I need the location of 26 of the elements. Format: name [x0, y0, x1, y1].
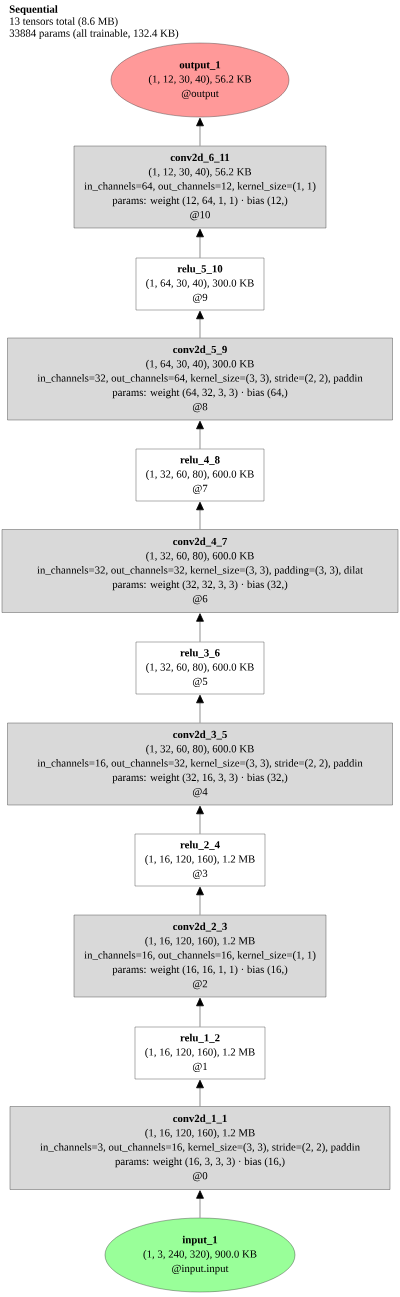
arrow [196, 228, 204, 259]
layer-box: conv2d_1_1 (1, 16, 120, 160), 1.2 MB in_channels=3, out_channels=16, kernel_size=(3, 3), stride=(2, 2), paddin params: weight (16, 3, 3, 3) · bias (16,) @0 [9, 1106, 391, 1190]
layer-box: relu_2_4 (1, 16, 120, 160), 1.2 MB @3 [134, 833, 266, 887]
arrow [196, 805, 204, 835]
arrow [196, 886, 204, 916]
layer-box: conv2d_3_5 (1, 32, 60, 80), 600.0 KB in_channels=16, out_channels=32, kernel_size=(3, 3), stride=(2, 2), paddin params: weight (32, 16, 3, 3) · bias (32,) @4 [7, 722, 393, 806]
layer-box: relu_5_10 (1, 64, 30, 40), 300.0 KB @9 [135, 257, 265, 311]
arrow [196, 694, 204, 724]
title: Sequential [9, 5, 58, 15]
layer-box: conv2d_6_11 (1, 12, 30, 40), 56.2 KB in_channels=64, out_channels=12, kernel_size=(1, 1) params: weight (12, 64, 1, 1) · bias (12,) @10 [73, 145, 327, 229]
summary-text: 13 tensors total (8.6 MB) [10, 17, 118, 27]
layer-box: conv2d_4_7 (1, 32, 60, 80), 600.0 KB in_channels=32, out_channels=32, kernel_size=(3, 3), padding=(3, 3), dilat params: weight (32, 32, 3, 3) · bias (32,) @6 [1, 529, 399, 613]
arrow [196, 310, 204, 339]
layer-box: relu_3_6 (1, 32, 60, 80), 600.0 KB @5 [135, 641, 265, 695]
layer-box: relu_4_8 (1, 32, 60, 80), 600.0 KB @7 [135, 448, 265, 502]
arrow [196, 420, 204, 450]
layer-box: conv2d_5_9 (1, 64, 30, 40), 300.0 KB in_channels=32, out_channels=64, kernel_size=(3, 3), stride=(2, 2), paddin params: weight (64, 32, 3, 3) · bias (64,) @8 [7, 337, 393, 421]
arrow [196, 1079, 204, 1107]
layer-box: conv2d_2_3 (1, 16, 120, 160), 1.2 MB in_channels=16, out_channels=16, kernel_size=(1, 1) params: weight (16, 16, 1, 1) · bias (16,) @2 [73, 914, 327, 998]
arrow [196, 613, 204, 643]
layer-box: relu_1_2 (1, 16, 120, 160), 1.2 MB @1 [134, 1026, 266, 1080]
arrow [196, 501, 204, 530]
arrow [196, 997, 204, 1028]
arrow [196, 1190, 204, 1219]
summary-text: 33884 params (all trainable, 132.4 KB) [9, 29, 179, 39]
arrow [196, 117, 204, 147]
